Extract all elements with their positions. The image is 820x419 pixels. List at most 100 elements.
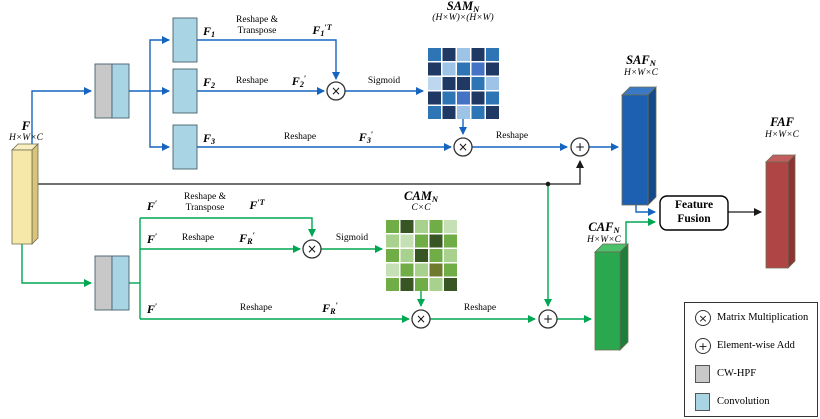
label-fpr-2: FR′ <box>322 301 338 317</box>
label-f-dims: H×W×C <box>9 133 43 143</box>
attention-cell <box>429 263 443 277</box>
multiply-symbol: × <box>458 140 468 154</box>
multiply-circle-icon: × <box>695 310 711 326</box>
attention-cell <box>400 278 414 291</box>
attention-cell <box>400 220 414 233</box>
attention-cell <box>471 48 485 61</box>
attention-cell <box>428 48 441 61</box>
attention-cell <box>429 234 443 248</box>
legend-label-convolution: Convolution <box>717 396 770 407</box>
label-fpr-1: FR′ <box>239 231 255 247</box>
attention-cell <box>429 278 443 291</box>
cw-hpf-conv-top <box>94 63 130 119</box>
junction-dot <box>545 181 551 187</box>
attention-cell <box>457 48 470 61</box>
add-circle-icon <box>538 309 558 329</box>
attention-cell <box>400 234 414 248</box>
add-symbol: + <box>575 140 585 154</box>
arrow-f-to-hpf-top <box>31 87 92 148</box>
arrow-caf-to-fusion <box>625 218 656 245</box>
attention-cell <box>442 62 456 76</box>
matrix-multiply-2: × <box>453 137 473 157</box>
conv1-block <box>172 17 198 63</box>
attention-cell <box>428 91 441 105</box>
multiply-circle-icon <box>411 309 431 329</box>
label-f: F <box>21 118 31 133</box>
attention-cell <box>386 278 399 291</box>
label-caf-dims: H×W×C <box>587 235 621 245</box>
label-reshape-transpose-2a: Reshape & <box>184 192 226 202</box>
legend-label-cw-hpf: CW-HPF <box>717 368 757 379</box>
saf-block-side <box>647 86 657 206</box>
attention-cell <box>429 249 443 262</box>
sam-attention-grid <box>428 48 499 119</box>
label-sigmoid-top: Sigmoid <box>367 76 401 86</box>
multiply-circle-icon <box>453 137 473 157</box>
label-sam-dims: (H×W)×(H×W) <box>432 13 494 23</box>
residual-f-line <box>38 160 584 185</box>
attention-cell <box>428 106 441 119</box>
multiply-circle-icon <box>302 239 322 259</box>
label-saf-dims: H×W×C <box>624 68 658 78</box>
conv-block-top <box>111 63 130 119</box>
caf-block-front <box>594 251 621 351</box>
caf-output-block <box>594 243 629 351</box>
label-reshape-transpose-1a: Reshape & <box>236 15 278 25</box>
caf-block-side <box>619 243 629 351</box>
arrow-f1-to-mult1 <box>197 39 340 80</box>
conv3-block <box>172 124 198 170</box>
attention-cell <box>415 249 428 262</box>
cw-hpf-block-top <box>94 63 113 119</box>
attention-cell <box>486 77 499 90</box>
attention-cell <box>442 77 456 90</box>
label-f3: F3 <box>202 131 216 147</box>
add-symbol: + <box>543 312 553 326</box>
saf-output-block <box>621 86 657 206</box>
label-fprime-b: F′ <box>146 232 158 247</box>
matrix-multiply-3: × <box>302 239 322 259</box>
label-sam-title: SAMN <box>446 0 480 15</box>
input-feature-block <box>11 143 39 245</box>
attention-cell <box>415 263 428 277</box>
label-faf-title: FAF <box>770 115 794 129</box>
label-reshape-fpr1: Reshape <box>181 233 215 243</box>
multiply-symbol: × <box>331 84 341 98</box>
arrow-saf-to-fusion <box>635 205 656 216</box>
attention-cell <box>428 77 441 90</box>
attention-cell <box>471 106 485 119</box>
label-reshape-transpose-1b: Transpose <box>237 26 277 36</box>
label-sigmoid-bottom: Sigmoid <box>335 233 369 243</box>
attention-cell <box>415 234 428 248</box>
attention-cell <box>442 48 456 61</box>
attention-cell <box>386 220 399 233</box>
attention-cell <box>471 91 485 105</box>
label-reshape-transpose-2b: Transpose <box>185 203 225 213</box>
elementwise-add-1: + <box>570 137 590 157</box>
elementwise-add-2: + <box>538 309 558 329</box>
attention-cell <box>444 278 457 291</box>
convolution-swatch <box>695 393 710 411</box>
attention-cell <box>415 220 428 233</box>
label-feature-fusion-2: Fusion <box>677 213 711 225</box>
attention-cell <box>486 48 499 61</box>
arrow-fpt-to-mult3 <box>140 217 316 237</box>
label-f2-reshaped: F2′ <box>291 74 307 90</box>
add-circle-icon <box>570 137 590 157</box>
attention-cell <box>400 263 414 277</box>
matrix-multiply-1: × <box>326 81 346 101</box>
cw-hpf-conv-bottom <box>94 255 130 311</box>
label-fprime-transposed: F′T <box>249 198 265 213</box>
label-f2: F2 <box>202 75 216 91</box>
arrow-hpf-to-conv1 <box>149 36 170 91</box>
attention-cell <box>442 106 456 119</box>
attention-cell <box>444 234 457 248</box>
label-reshape-cam-out: Reshape <box>463 303 497 313</box>
faf-output-block <box>765 154 796 269</box>
label-reshape-fpr2: Reshape <box>239 303 273 313</box>
attention-cell <box>486 106 499 119</box>
cw-hpf-block-bottom <box>94 255 113 311</box>
attention-cell <box>444 220 457 233</box>
add-circle-icon: + <box>695 338 711 354</box>
